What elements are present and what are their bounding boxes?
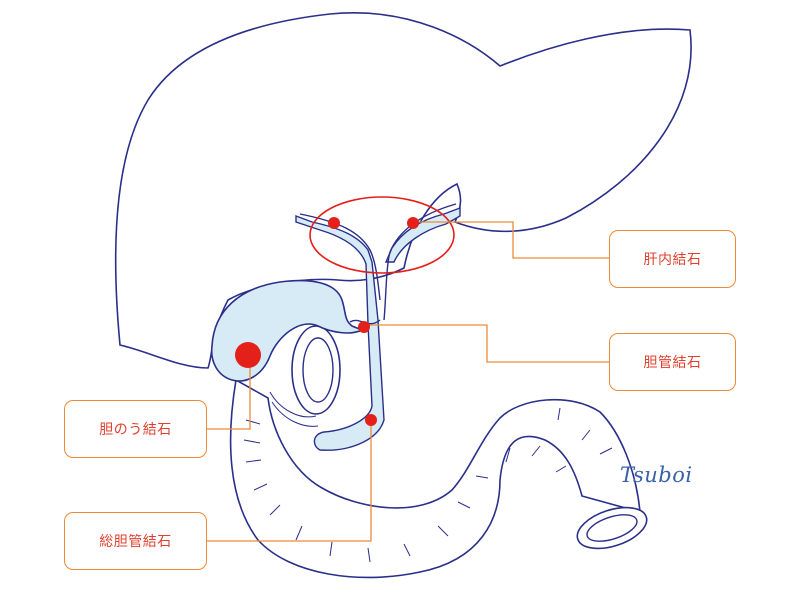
- duct-outline-right: [383, 203, 457, 321]
- liver-outline: [114, 12, 692, 369]
- stone-gallbladder: [235, 342, 261, 368]
- stone-intrahepatic-left: [328, 217, 340, 229]
- label-gallbladder-stone: 胆のう結石: [64, 400, 207, 458]
- stone-bile-duct: [358, 321, 370, 333]
- bile-duct-system: [295, 206, 461, 451]
- label-common-bile-duct-stone: 総胆管結石: [64, 512, 207, 570]
- leader-lines: [207, 221, 609, 542]
- duct-outline-left: [299, 213, 381, 301]
- stone-common-bile-duct: [365, 414, 377, 426]
- label-intrahepatic-stone: 肝内結石: [609, 230, 736, 288]
- duodenal-ring-inner: [302, 337, 334, 403]
- duodenum-outline: [229, 378, 641, 579]
- leader-intrahepatic: [413, 221, 609, 259]
- intrahepatic-highlight-ellipse: [309, 196, 455, 274]
- leader-cbd: [207, 420, 372, 542]
- leader-gallbladder: [207, 355, 251, 430]
- stone-intrahepatic-right: [407, 217, 419, 229]
- leader-bileduct: [368, 324, 609, 363]
- intestine-opening-inner: [586, 514, 638, 542]
- stones: [235, 217, 419, 426]
- author-signature: Tsuboi: [620, 463, 693, 487]
- intestine-folds: [243, 407, 613, 563]
- label-bile-duct-stone: 胆管結石: [609, 333, 736, 391]
